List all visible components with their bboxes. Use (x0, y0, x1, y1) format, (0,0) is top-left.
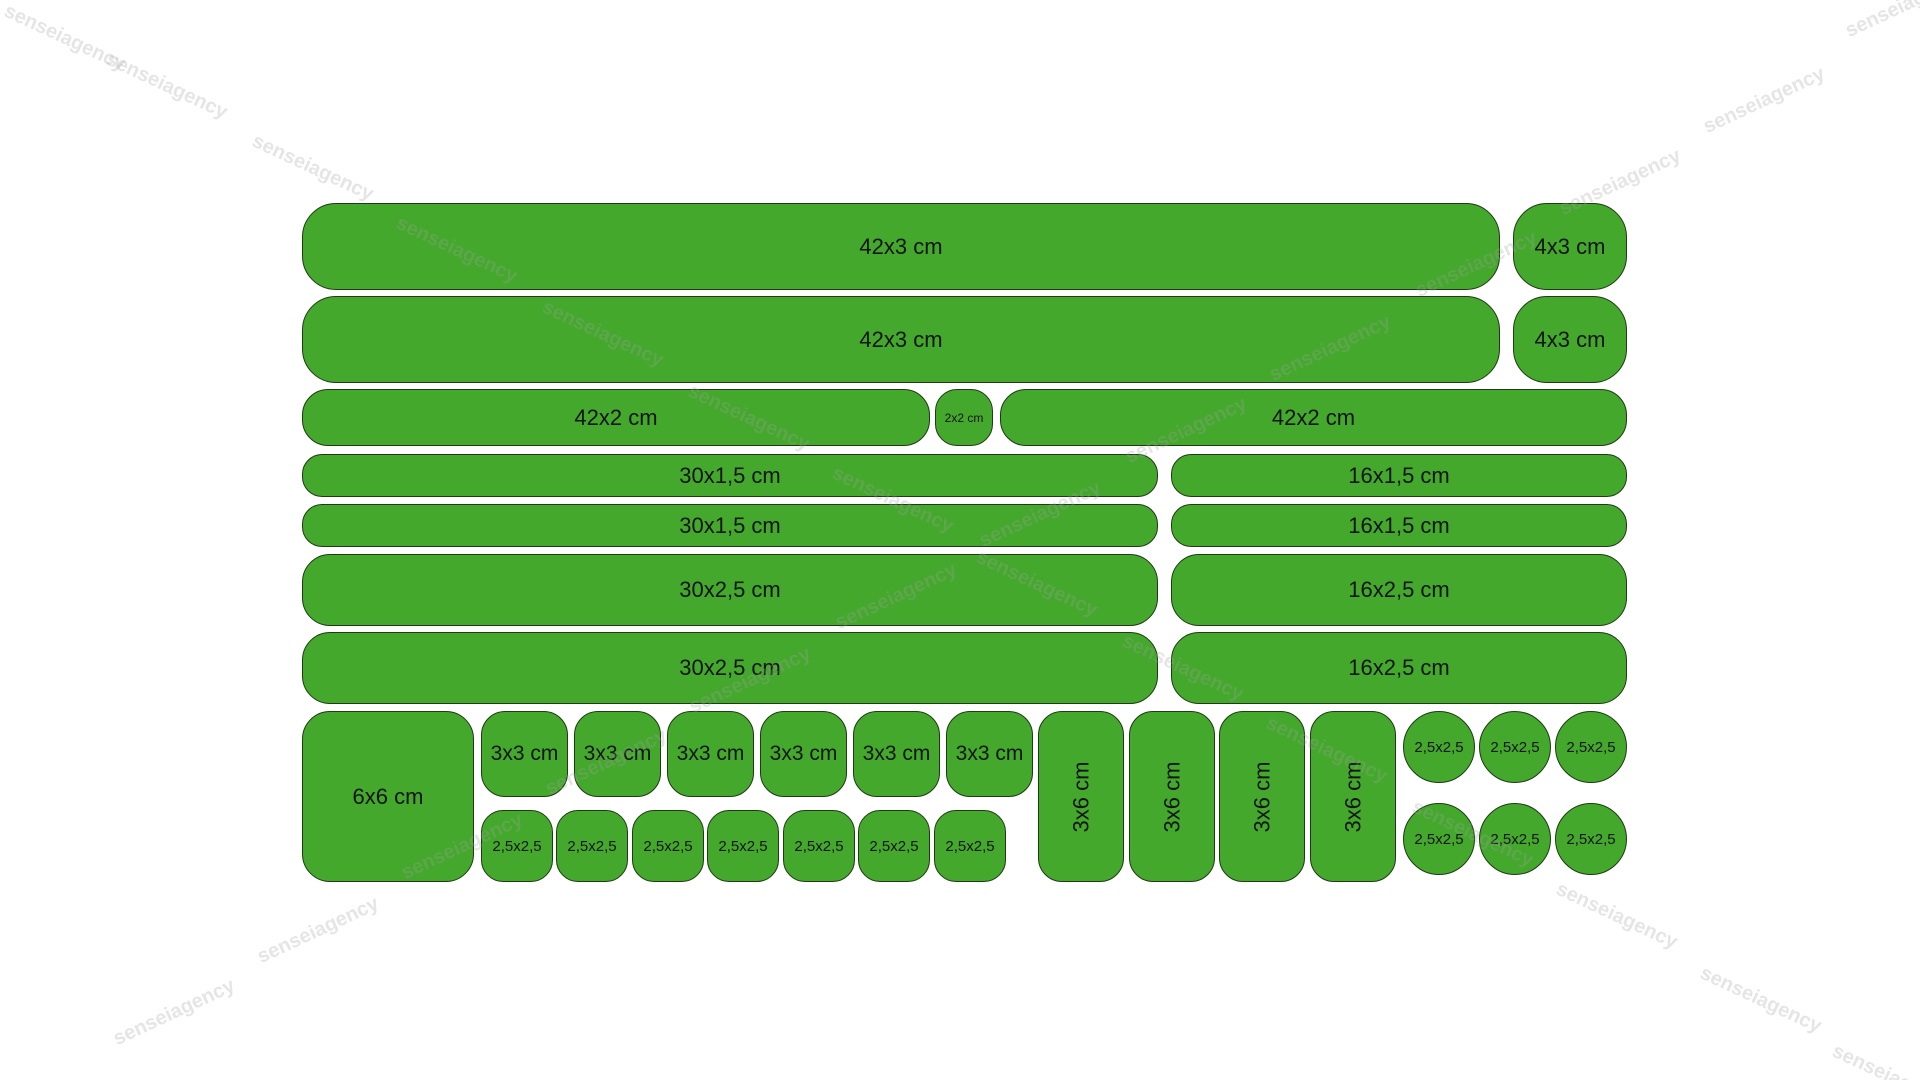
sticker-label: 2,5x2,5 (1566, 830, 1616, 848)
sticker-2-5x2-5-circle-4: 2,5x2,5 (1403, 803, 1475, 875)
sticker-label: 30x1,5 cm (679, 512, 781, 538)
sticker-3x6-1: 3x6 cm (1038, 711, 1124, 882)
sticker-30x2-5-2: 30x2,5 cm (302, 632, 1158, 704)
sticker-4x3-1: 4x3 cm (1513, 203, 1627, 290)
sticker-label: 30x2,5 cm (679, 577, 781, 602)
sticker-label: 3x6 cm (1158, 761, 1184, 832)
sticker-label: 3x3 cm (676, 742, 745, 765)
sticker-label: 3x3 cm (769, 742, 838, 765)
sticker-2-5x2-5-circle-6: 2,5x2,5 (1555, 803, 1627, 875)
sticker-2-5x2-5-circle-1: 2,5x2,5 (1403, 711, 1475, 783)
sticker-label: 42x2 cm (574, 404, 658, 430)
sticker-2-5x2-5-circle-5: 2,5x2,5 (1479, 803, 1551, 875)
sticker-label: 2,5x2,5 (567, 837, 617, 855)
sticker-label: 3x6 cm (1339, 761, 1365, 832)
sticker-16x2-5-1: 16x2,5 cm (1171, 554, 1627, 626)
sticker-30x2-5-1: 30x2,5 cm (302, 554, 1158, 626)
sticker-42x3-2: 42x3 cm (302, 296, 1500, 383)
sticker-label: 2,5x2,5 (718, 837, 768, 855)
sticker-2-5x2-5-square-4: 2,5x2,5 (707, 810, 779, 882)
sticker-label: 2x2 cm (944, 410, 984, 425)
sticker-label: 16x2,5 cm (1348, 655, 1450, 680)
sticker-2-5x2-5-square-7: 2,5x2,5 (934, 810, 1006, 882)
sticker-6x6: 6x6 cm (302, 711, 474, 882)
sticker-label: 6x6 cm (352, 783, 424, 809)
sticker-label: 3x3 cm (955, 742, 1024, 765)
sticker-label: 3x3 cm (583, 742, 652, 765)
sticker-42x2-1: 42x2 cm (302, 389, 930, 446)
sticker-label: 2,5x2,5 (1490, 830, 1540, 848)
sticker-16x1-5-2: 16x1,5 cm (1171, 504, 1627, 547)
sticker-label: 2,5x2,5 (945, 837, 995, 855)
sticker-label: 2,5x2,5 (1490, 738, 1540, 756)
sticker-label: 16x1,5 cm (1348, 512, 1450, 538)
sticker-3x3-4: 3x3 cm (760, 711, 847, 797)
sticker-3x3-5: 3x3 cm (853, 711, 940, 797)
sticker-16x2-5-2: 16x2,5 cm (1171, 632, 1627, 704)
sticker-2-5x2-5-square-5: 2,5x2,5 (783, 810, 855, 882)
sticker-42x3-1: 42x3 cm (302, 203, 1500, 290)
sticker-label: 3x3 cm (490, 742, 559, 765)
sticker-label: 16x1,5 cm (1348, 462, 1450, 488)
sticker-2-5x2-5-square-3: 2,5x2,5 (632, 810, 704, 882)
sticker-30x1-5-1: 30x1,5 cm (302, 454, 1158, 497)
sticker-label: 2,5x2,5 (869, 837, 919, 855)
sticker-2-5x2-5-square-2: 2,5x2,5 (556, 810, 628, 882)
sticker-3x6-4: 3x6 cm (1310, 711, 1396, 882)
sticker-label: 30x2,5 cm (679, 655, 781, 680)
sticker-2-5x2-5-circle-3: 2,5x2,5 (1555, 711, 1627, 783)
sticker-2-5x2-5-square-1: 2,5x2,5 (481, 810, 553, 882)
sticker-42x2-2: 42x2 cm (1000, 389, 1627, 446)
sticker-label: 42x3 cm (859, 233, 943, 259)
sticker-label: 42x3 cm (859, 326, 943, 352)
sticker-label: 3x6 cm (1248, 761, 1274, 832)
sticker-label: 2,5x2,5 (794, 837, 844, 855)
sticker-4x3-2: 4x3 cm (1513, 296, 1627, 383)
sticker-3x3-6: 3x3 cm (946, 711, 1033, 797)
sticker-2-5x2-5-square-6: 2,5x2,5 (858, 810, 930, 882)
sticker-label: 2,5x2,5 (492, 837, 542, 855)
sticker-2x2: 2x2 cm (935, 389, 993, 446)
sticker-3x3-2: 3x3 cm (574, 711, 661, 797)
sticker-label: 2,5x2,5 (1566, 738, 1616, 756)
sticker-label: 4x3 cm (1534, 326, 1606, 352)
sticker-label: 3x3 cm (862, 742, 931, 765)
sticker-2-5x2-5-circle-2: 2,5x2,5 (1479, 711, 1551, 783)
sticker-label: 2,5x2,5 (643, 837, 693, 855)
sticker-label: 4x3 cm (1534, 233, 1606, 259)
sticker-label: 42x2 cm (1271, 404, 1356, 430)
sticker-3x3-1: 3x3 cm (481, 711, 568, 797)
sticker-16x1-5-1: 16x1,5 cm (1171, 454, 1627, 497)
sticker-label: 2,5x2,5 (1414, 830, 1464, 848)
sticker-label: 16x2,5 cm (1348, 577, 1450, 602)
sticker-3x6-3: 3x6 cm (1219, 711, 1305, 882)
sticker-30x1-5-2: 30x1,5 cm (302, 504, 1158, 547)
sticker-3x3-3: 3x3 cm (667, 711, 754, 797)
sticker-3x6-2: 3x6 cm (1129, 711, 1215, 882)
sticker-label: 2,5x2,5 (1414, 738, 1464, 756)
sticker-label: 3x6 cm (1067, 761, 1093, 832)
sticker-label: 30x1,5 cm (679, 462, 781, 488)
